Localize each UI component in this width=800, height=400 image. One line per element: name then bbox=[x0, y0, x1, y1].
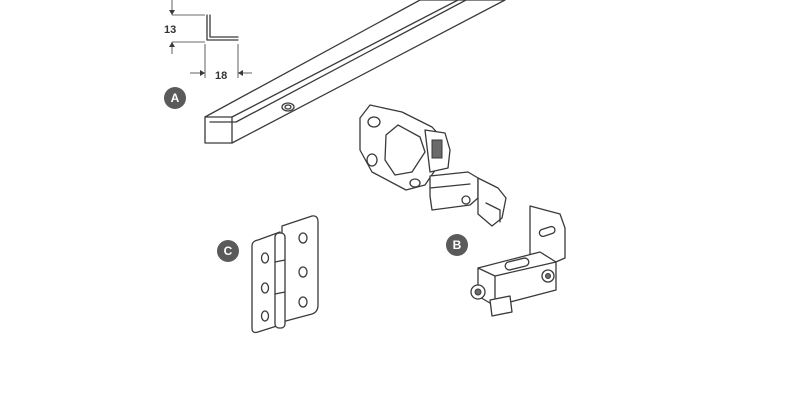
hinge-hole-right bbox=[409, 178, 421, 188]
part-a-angle-rail bbox=[204, 0, 506, 144]
hinge-arm-slot bbox=[485, 202, 501, 223]
hinge-arm-edge bbox=[429, 183, 471, 189]
profile-dimension-drawing: 13 18 bbox=[164, 0, 252, 82]
rail-screw-hole bbox=[281, 102, 295, 112]
hinge-c-hole-l2 bbox=[260, 282, 270, 294]
bracket-base-slot bbox=[504, 257, 530, 271]
badge-c-label: C bbox=[224, 244, 233, 258]
bracket-upright-slot bbox=[538, 225, 556, 238]
knuckle-joint-2 bbox=[274, 291, 286, 295]
rail-body bbox=[204, 0, 506, 144]
hinge-arm-end bbox=[477, 177, 507, 227]
hinge-knuckle bbox=[274, 232, 286, 329]
dim-arrowhead-left bbox=[200, 70, 205, 76]
rail-screw-hole-inner bbox=[284, 104, 292, 110]
hinge-c-hole-l1 bbox=[260, 252, 270, 264]
dim-width-label: 18 bbox=[215, 70, 227, 82]
badge-b-label: B bbox=[453, 238, 462, 252]
hinge-arm-screw bbox=[461, 195, 471, 205]
part-c-butt-hinge bbox=[251, 215, 319, 334]
dim-arrowhead-bottom bbox=[169, 42, 175, 47]
angle-profile-inner bbox=[209, 14, 239, 38]
hinge-plate bbox=[359, 104, 443, 191]
knuckle-joint-1 bbox=[274, 259, 286, 263]
badge-c: C bbox=[217, 240, 239, 262]
badge-a: A bbox=[164, 87, 186, 109]
badge-b: B bbox=[446, 234, 468, 256]
bracket-roller-right-hub bbox=[545, 273, 551, 279]
hinge-mechanism bbox=[431, 139, 443, 159]
part-b-concealed-hinge bbox=[359, 104, 507, 227]
part-b-mounting-bracket bbox=[470, 205, 566, 317]
bracket-roller-left-hub bbox=[474, 288, 482, 296]
hinge-hole-bottom bbox=[366, 153, 378, 167]
hinge-c-hole-l3 bbox=[260, 310, 270, 322]
dim-arrowhead-top bbox=[169, 10, 175, 15]
dim-height-label: 13 bbox=[164, 24, 176, 36]
hinge-c-hole-r2 bbox=[298, 266, 308, 278]
hinge-hole-top bbox=[367, 116, 381, 128]
angle-profile-outline bbox=[206, 14, 239, 41]
hinge-plate-cutout bbox=[384, 124, 426, 176]
dim-arrowhead-right bbox=[238, 70, 243, 76]
hinge-leaf-left bbox=[251, 231, 281, 334]
hinge-c-hole-r3 bbox=[298, 296, 308, 308]
badge-a-label: A bbox=[171, 91, 180, 105]
rail-inner-edge bbox=[209, 0, 467, 123]
bracket-foot bbox=[489, 295, 513, 317]
hinge-arm bbox=[429, 171, 479, 211]
hinge-c-hole-r1 bbox=[298, 232, 308, 244]
